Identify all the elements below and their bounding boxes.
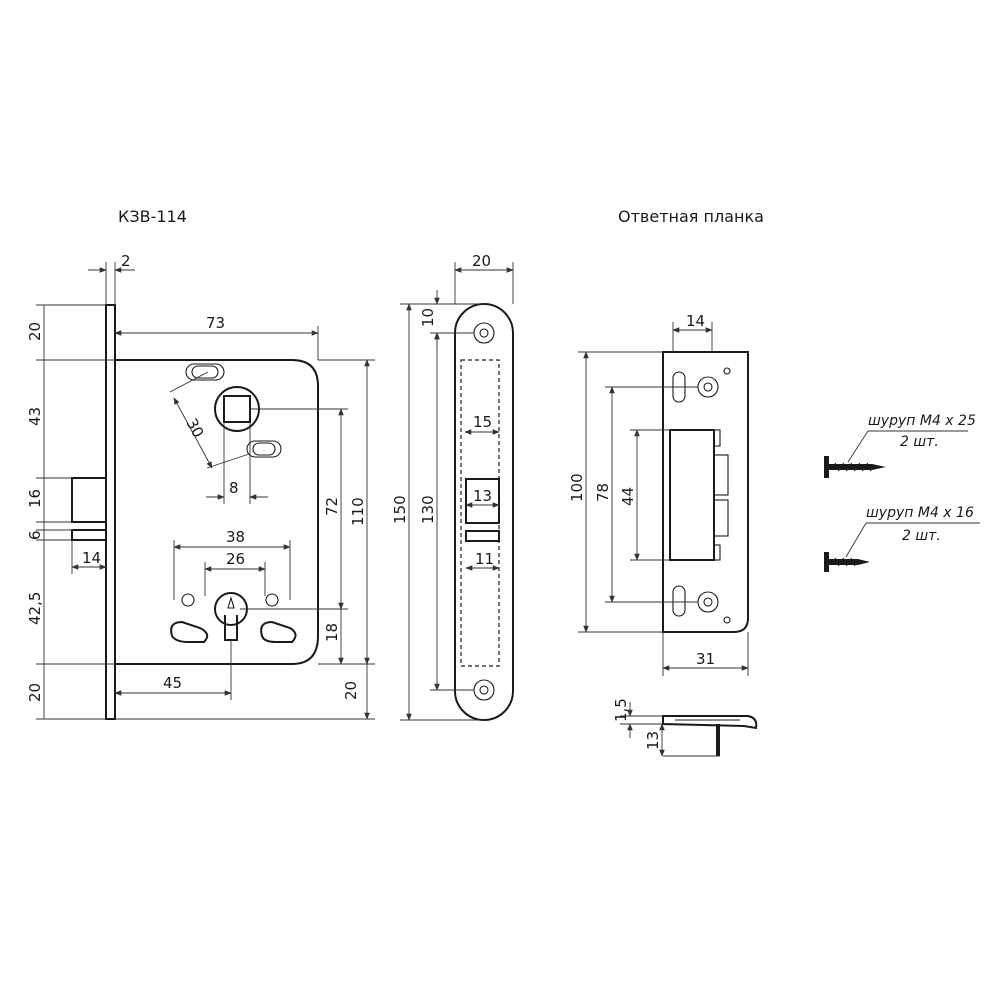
faceplate-outline [454,303,514,721]
faceplate-dimensions: 20 10 150 130 15 13 11 [391,252,514,721]
dim-latch-16: 16 [26,489,44,508]
strike-dimensions: 14 100 78 44 31 [568,312,749,676]
strike-outline [662,351,749,633]
dim-lower-42-5: 42,5 [26,592,44,625]
dim-faceplate-length-150: 150 [391,495,409,524]
strike-profile [662,715,758,730]
dim-strike-lip-13: 13 [644,731,662,750]
strike-tab-lower [713,499,729,537]
dim-holes-38: 38 [226,528,245,546]
faceplate-screw-bottom [473,679,495,701]
screw-short-icon [824,552,870,572]
strike-plate-front [662,351,749,633]
dim-strike-31: 31 [696,650,715,668]
screws: шуруп М4 х 25 2 шт. шуруп М4 х 16 2 шт. [824,413,980,572]
lock-faceplate [105,304,116,720]
spindle-square [223,395,251,423]
dim-strike-14: 14 [686,312,705,330]
lower-slot [246,440,282,458]
dim-latch-depth-14: 14 [82,549,101,567]
dim-faceplate-holes-130: 130 [419,495,437,524]
strike-title: Ответная планка [618,207,764,226]
hook-left [170,620,209,643]
screw-long-qty: 2 шт. [900,434,939,450]
lock-title: КЗВ-114 [118,207,187,226]
strike-tab-upper [713,454,729,496]
hook-right [260,620,297,643]
strike-plate-side: 1,5 13 [612,698,758,757]
faceplate-screw-top [473,322,495,344]
upper-slot [185,363,225,381]
dim-top-20: 20 [26,322,44,341]
dim-keyhole-18: 18 [323,623,341,642]
lock-case [115,359,319,665]
dim-slot-15: 15 [473,413,492,431]
cylinder-screw-hole-right [265,593,279,607]
lock-body [71,304,319,720]
dim-faceplate-top-10: 10 [419,308,437,327]
dim-backset-45: 45 [163,674,182,692]
dim-strike-100: 100 [568,473,586,502]
strike-screw-top [697,376,719,398]
dim-diag-30: 30 [182,415,207,440]
dim-strike-thick-1-5: 1,5 [612,698,630,722]
latch-bolt [71,477,107,523]
screw-long-label: шуруп М4 х 25 [868,413,976,429]
dim-slot-13: 13 [473,487,492,505]
strike-slot-bottom [672,585,686,617]
strike-lip [716,724,720,756]
screw-short-qty: 2 шт. [902,528,941,544]
dim-faceplate-thickness: 2 [121,252,131,270]
dim-spindle-8: 8 [229,479,239,497]
dim-holes-26: 26 [226,550,245,568]
strike-screw-bottom [697,591,719,613]
keyhole-slot [224,615,238,641]
dim-strike-78: 78 [594,483,612,502]
dim-center-72: 72 [323,497,341,516]
dim-strike-44: 44 [619,487,637,506]
dim-slot-11: 11 [475,550,494,568]
screw-short-label: шуруп М4 х 16 [866,505,974,521]
screw-long-icon [824,456,886,478]
dim-height-110: 110 [349,497,367,526]
strike-latch-opening [669,429,715,561]
cylinder-screw-hole-left [181,593,195,607]
latch-tongue [71,529,107,541]
tongue-opening [465,530,500,542]
dim-faceplate-width-20: 20 [472,252,491,270]
latch-opening [465,478,500,524]
dim-bottom-right-20: 20 [342,681,360,700]
dim-width-73: 73 [206,314,225,332]
lock-dimensions: 2 73 20 43 16 6 42,5 20 14 30 [26,252,375,720]
dim-gap-6: 6 [26,530,44,540]
dim-upper-43: 43 [26,407,44,426]
dim-bottom-20: 20 [26,683,44,702]
faceplate-front [454,303,514,721]
